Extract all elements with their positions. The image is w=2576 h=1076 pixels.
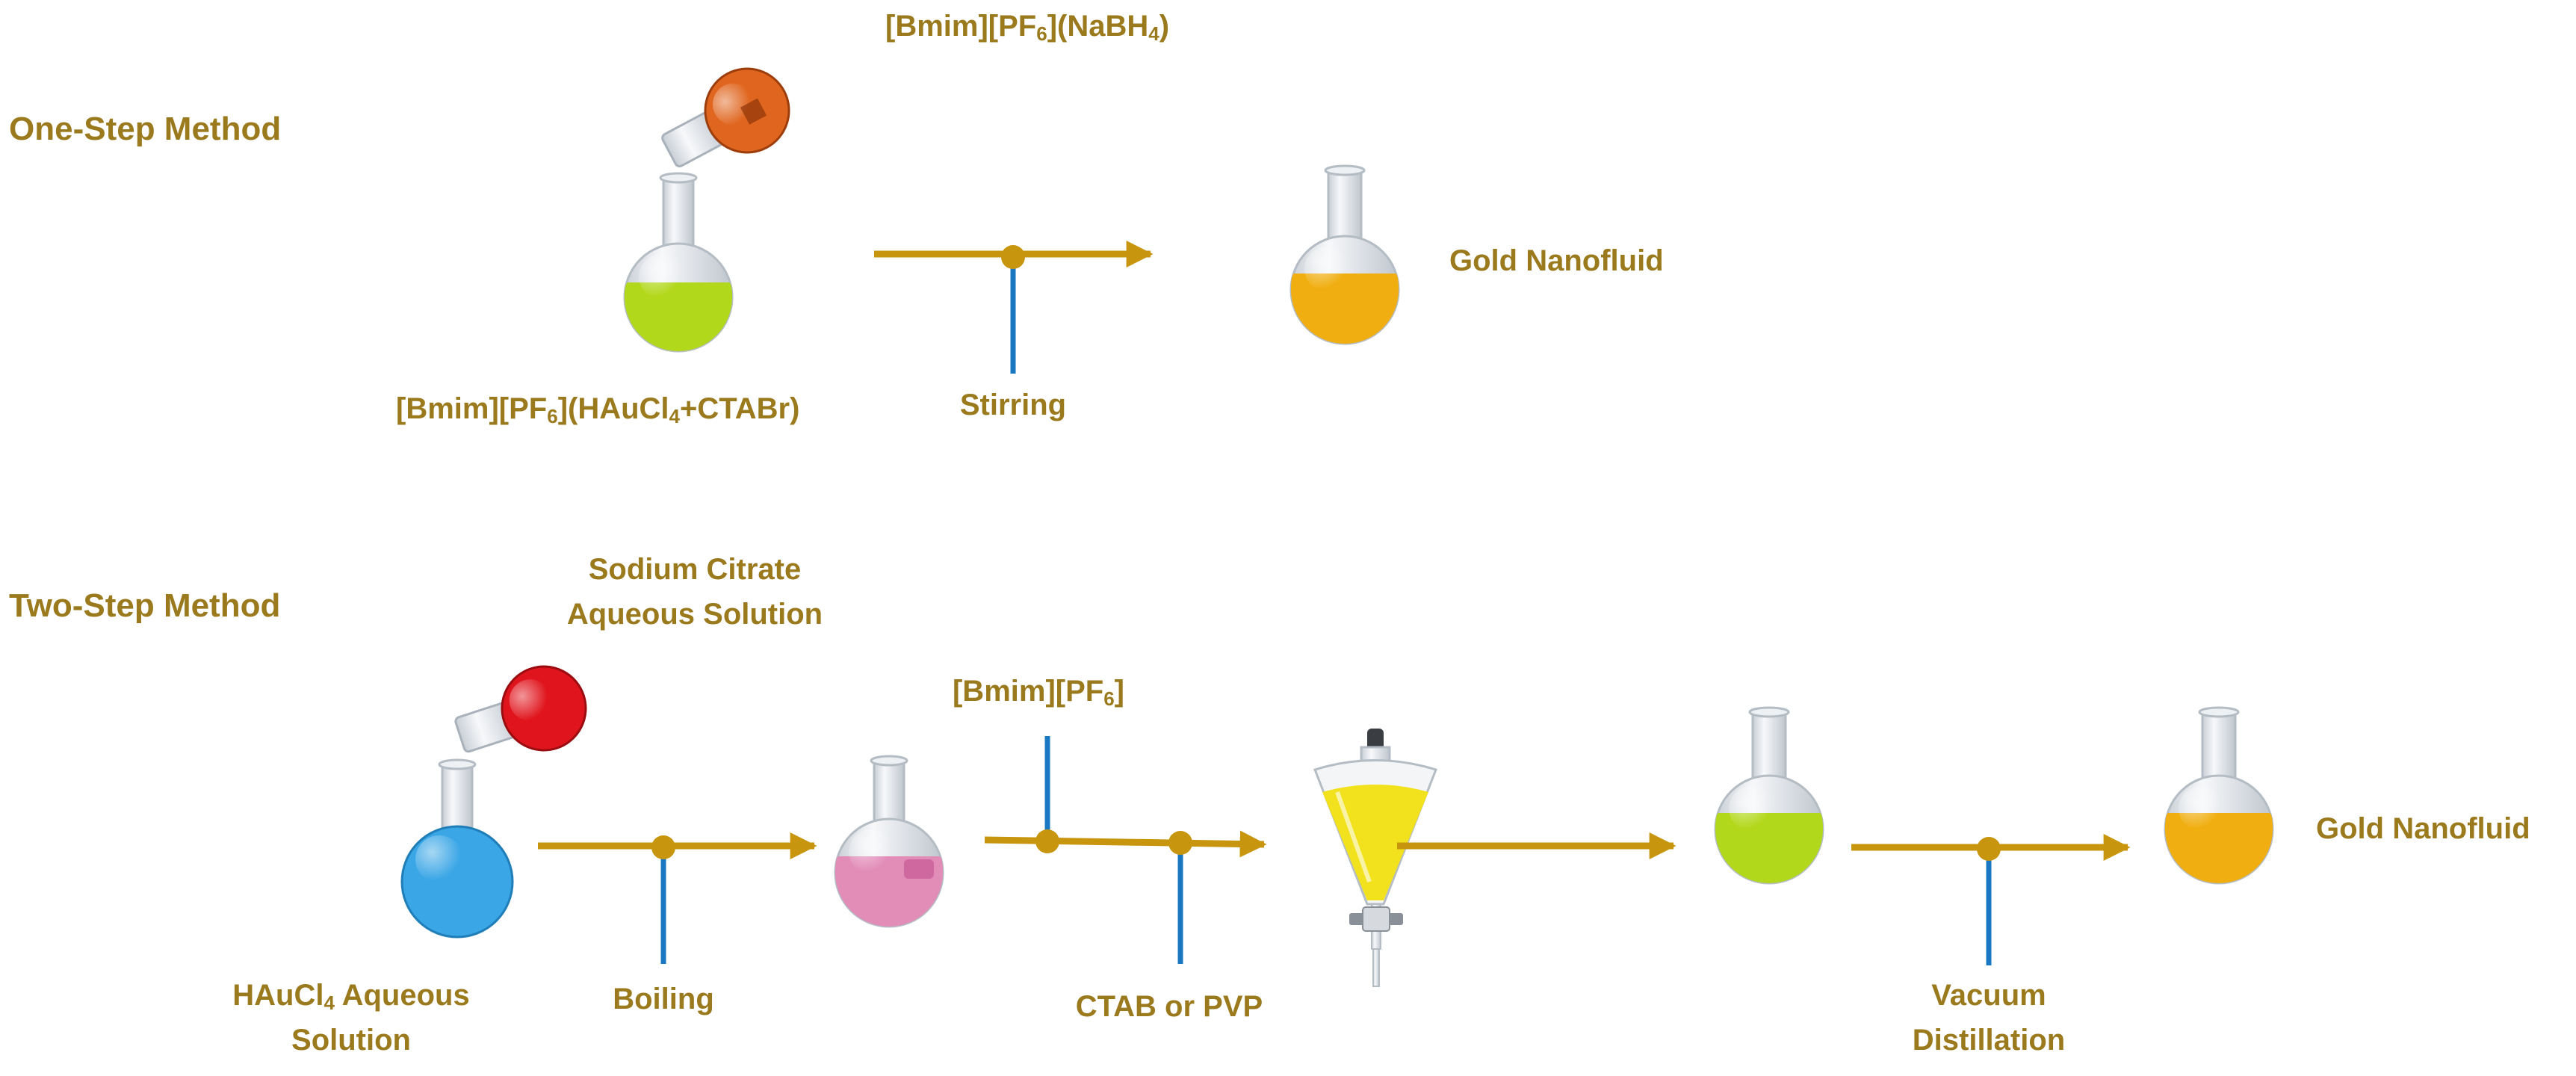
stirring-node — [1001, 245, 1025, 269]
ionic-liquid-node — [1035, 829, 1059, 853]
vacuum-distillation-node — [1977, 837, 2001, 861]
reagent-nabh4-label: [Bmim][PF6](NaBH4) — [885, 10, 1169, 45]
separatory-funnel — [1313, 729, 1437, 987]
ionic-liquid-label: [Bmim][PF6] — [953, 675, 1124, 710]
one-step-section: One-Step Method [Bmim][PF6](NaBH4) [Bmim… — [9, 10, 1664, 427]
vacuum-distillation-label-line2: Distillation — [1913, 1024, 2065, 1057]
haucl4-solution-label-line1: HAuCl4 Aqueous — [232, 979, 469, 1014]
surfactant-label: CTAB or PVP — [1076, 990, 1263, 1023]
sodium-citrate-label-line2: Aqueous Solution — [567, 598, 823, 631]
start-flask-blue — [400, 758, 514, 939]
ionic-liquid-flask-yellow-green — [1714, 706, 1824, 885]
dropper-flask-red — [454, 665, 587, 753]
boiling-node — [651, 835, 675, 859]
reaction-flask-yellow-green — [623, 172, 734, 353]
one-step-title: One-Step Method — [9, 111, 281, 147]
arrow-phase-transfer — [984, 830, 1267, 858]
stirring-label: Stirring — [960, 389, 1066, 421]
haucl4-solution-label-line2: Solution — [291, 1024, 411, 1057]
two-step-title: Two-Step Method — [9, 587, 280, 624]
gold-nanofluid-label-one-step: Gold Nanofluid — [1449, 244, 1664, 277]
dropper-flask-orange — [661, 67, 790, 167]
sodium-citrate-label-line1: Sodium Citrate — [589, 553, 801, 586]
boiling-label: Boiling — [613, 983, 714, 1015]
surfactant-node — [1168, 831, 1192, 855]
gold-nanofluid-label-two-step: Gold Nanofluid — [2316, 812, 2530, 845]
vacuum-distillation-label-line1: Vacuum — [1931, 979, 2046, 1012]
two-step-section: Two-Step Method Sodium Citrate Aqueous S… — [9, 553, 2530, 1057]
reagent-haucl4-ctabr-label: [Bmim][PF6](HAuCl4+CTABr) — [396, 392, 799, 427]
product-flask-amber-two-step — [2164, 706, 2274, 885]
product-flask-amber-one-step — [1289, 164, 1400, 345]
intermediate-flask-pink — [834, 755, 944, 928]
